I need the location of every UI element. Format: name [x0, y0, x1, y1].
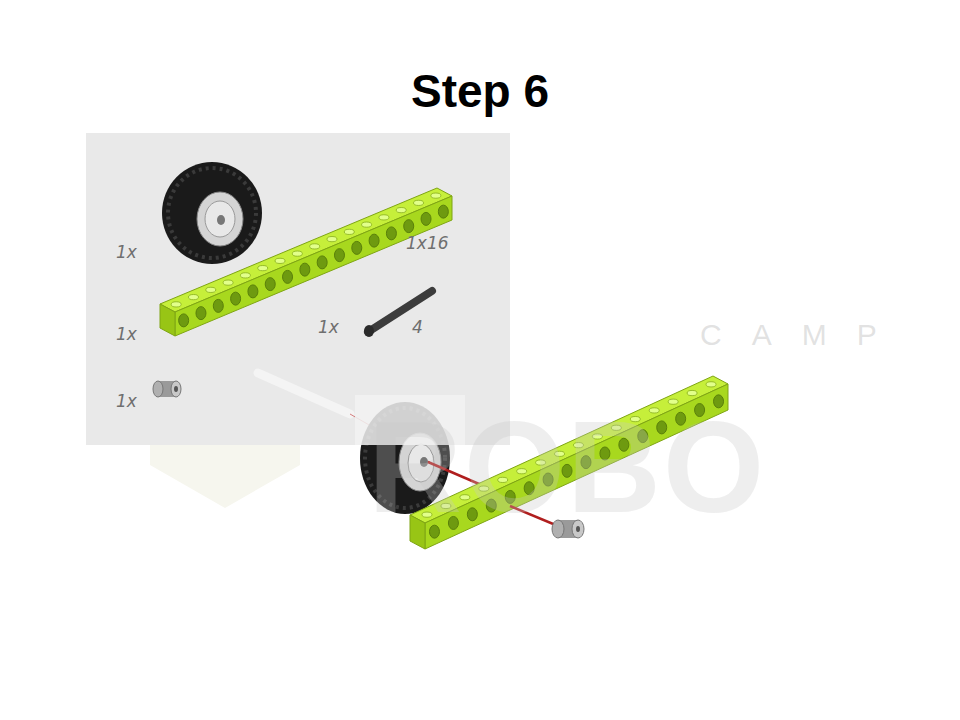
part-count: 1x: [116, 324, 137, 344]
beam-part: [160, 188, 452, 336]
pin-part: [364, 291, 432, 337]
wheel-part: [162, 162, 262, 264]
bush-part: [153, 381, 181, 397]
watermark: ROBO: [368, 392, 766, 542]
part-count: 1x: [116, 242, 137, 262]
part-size: 4: [412, 317, 423, 337]
part-size: 1x16: [406, 233, 449, 253]
part-count: 1x: [318, 317, 339, 337]
part-count: 1x: [116, 391, 137, 411]
watermark: CAMP: [700, 318, 907, 352]
step-title: Step 6: [411, 64, 549, 118]
